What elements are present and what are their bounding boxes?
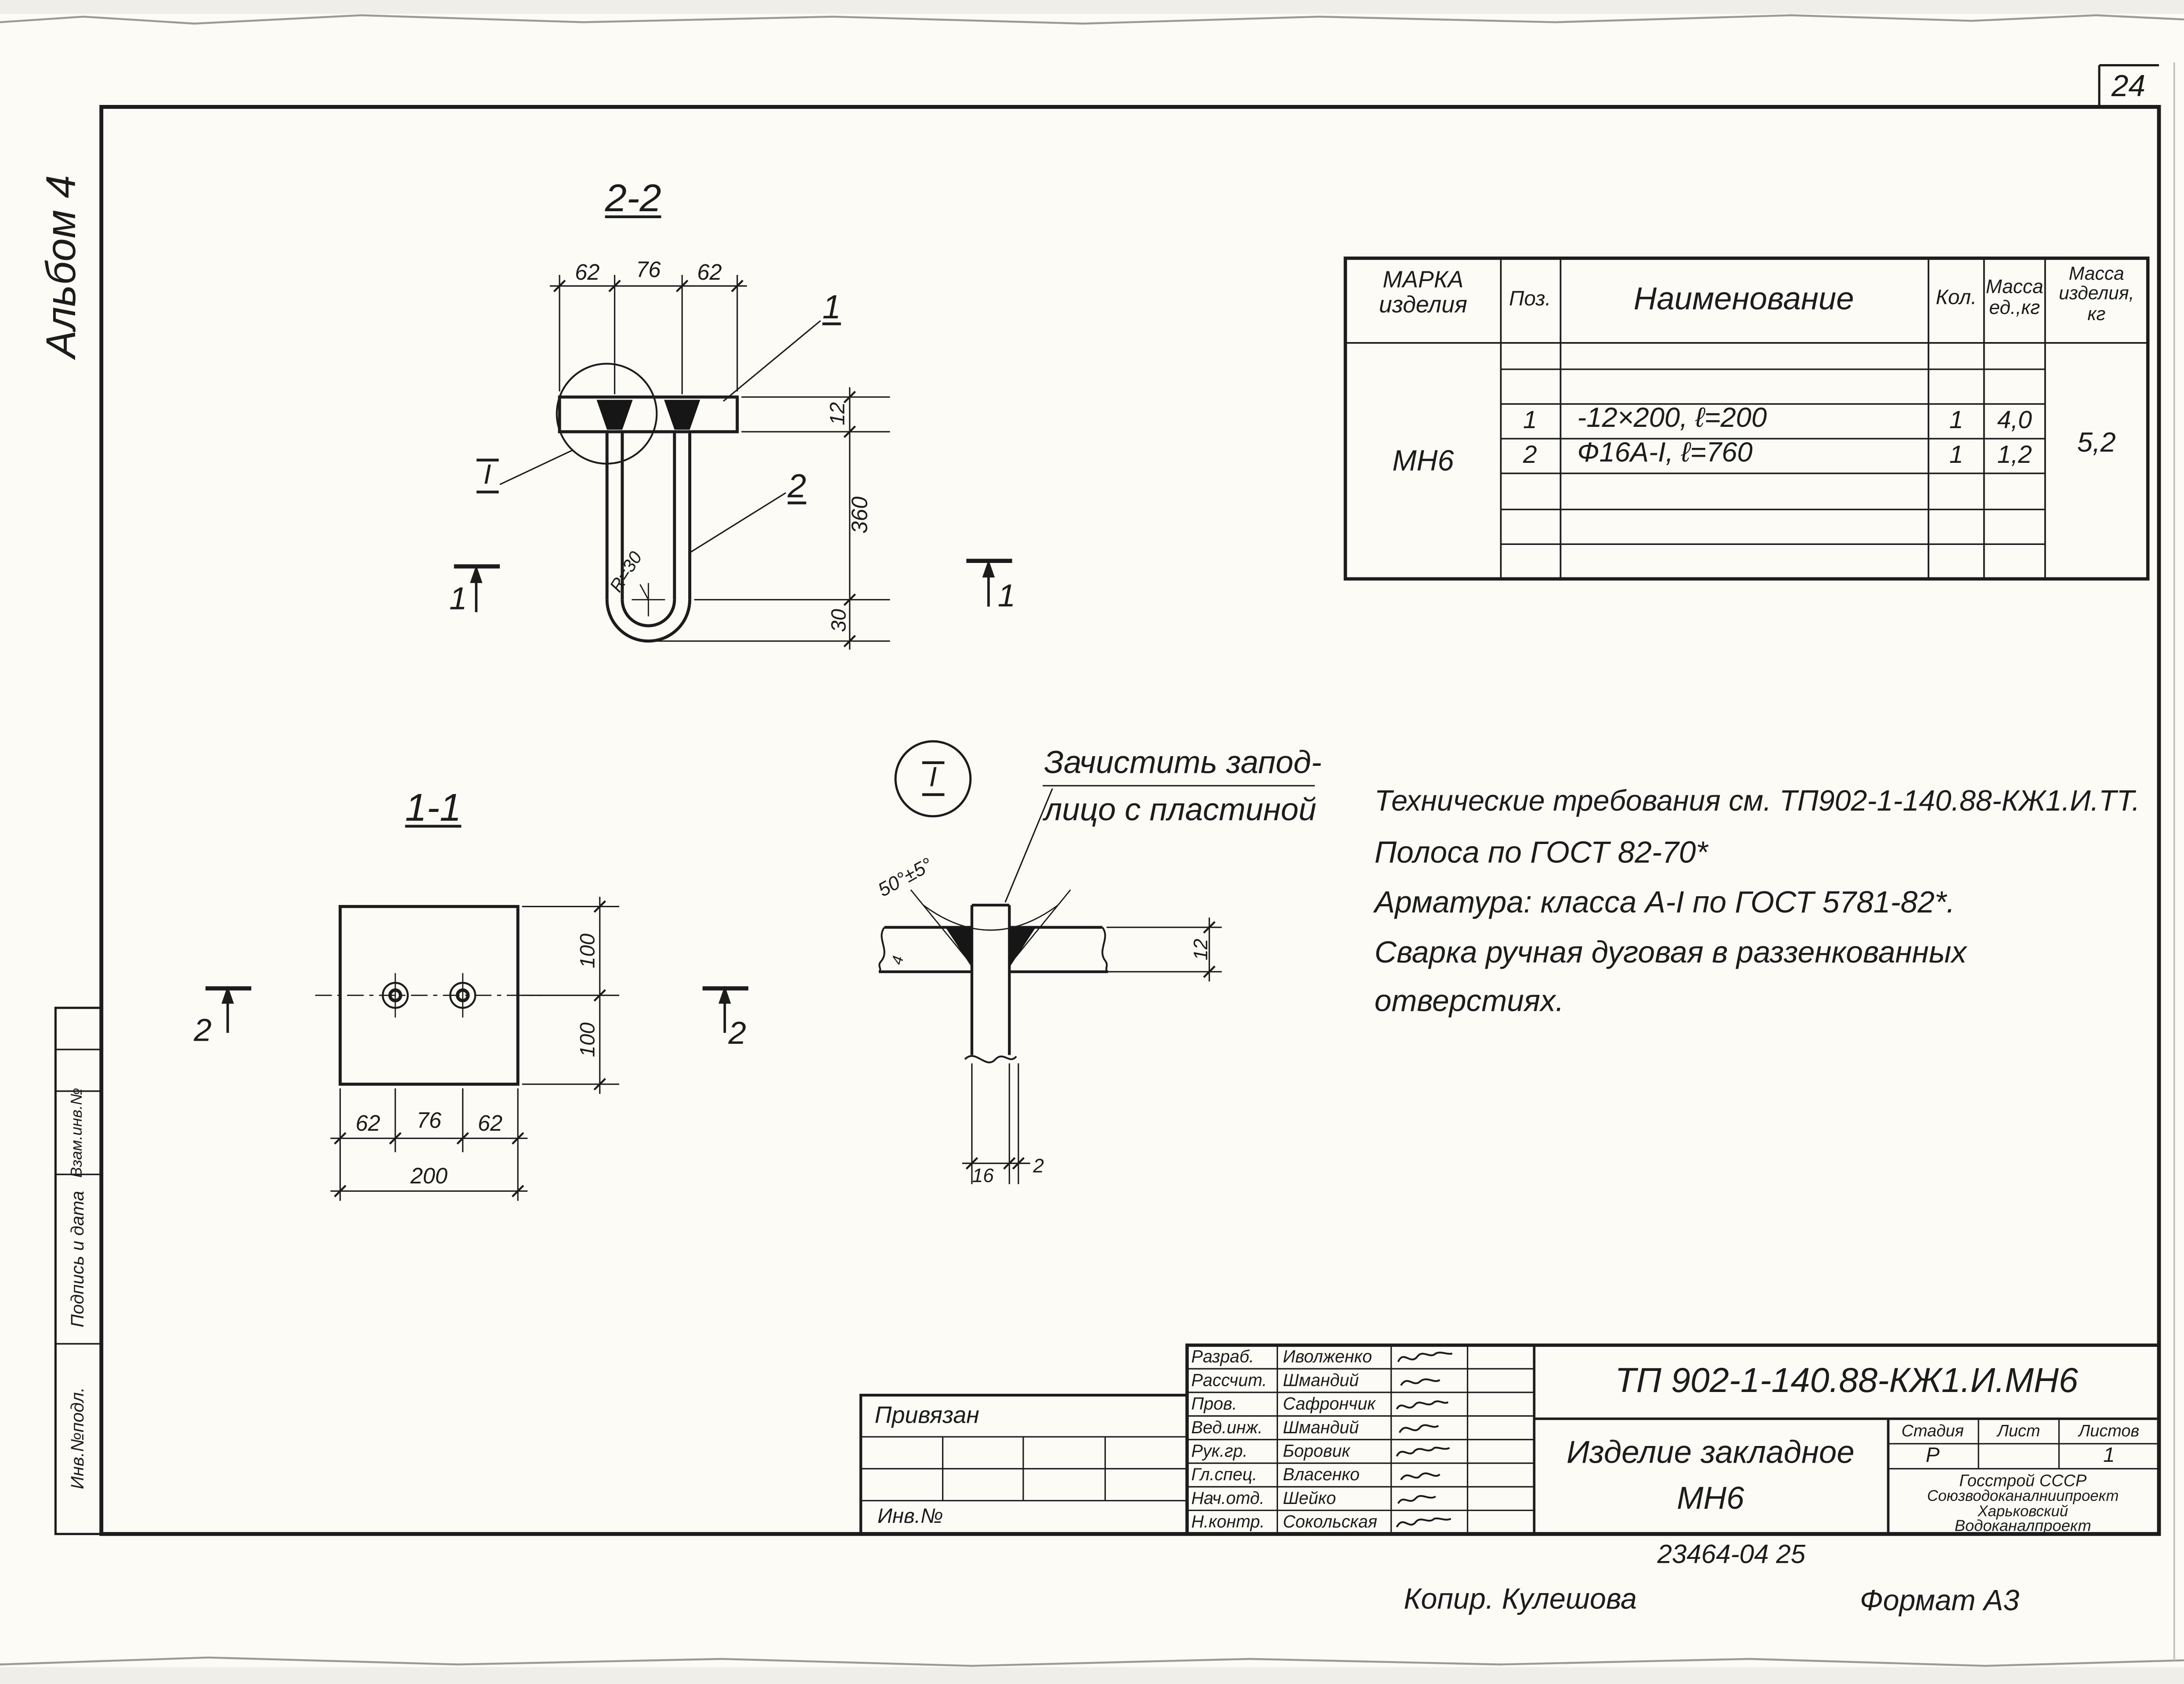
spec-header-name: Наименование bbox=[1633, 280, 1854, 317]
signature-role: Рассчит. bbox=[1191, 1370, 1267, 1390]
dim-2: 2 bbox=[1033, 1154, 1044, 1177]
tech-req-line2: Полоса по ГОСТ 82-70* bbox=[1374, 835, 1708, 870]
view-2-2-geometry bbox=[454, 274, 1012, 650]
spec-row1-qty: 1 bbox=[1949, 406, 1964, 434]
signature-squiggles bbox=[1396, 1352, 1453, 1528]
sheets-header: Листов bbox=[2079, 1421, 2140, 1441]
signature-name: Сафрончик bbox=[1283, 1393, 1375, 1413]
org-line3: Харьковский bbox=[1978, 1504, 2068, 1521]
spec-header-marka: МАРКА изделия bbox=[1379, 266, 1467, 318]
signature-role: Вед.инж. bbox=[1191, 1417, 1263, 1437]
scanner-edge-top bbox=[0, 0, 2184, 14]
product-title-line1: Изделие закладное bbox=[1567, 1434, 1855, 1470]
format-note: Формат А3 bbox=[1859, 1585, 2020, 1617]
copier-note: Копир. Кулешова bbox=[1404, 1583, 1637, 1616]
spec-row2-mass: 1,2 bbox=[1997, 440, 2032, 469]
cut-1-label-left: 1 bbox=[449, 580, 467, 617]
weld-note-line2: лицо с пластиной bbox=[1044, 791, 1317, 827]
detail-ref-circle bbox=[894, 740, 972, 818]
spec-row2-name: Ф16А-I, ℓ=760 bbox=[1577, 438, 1753, 469]
dim-62-right: 62 bbox=[477, 1112, 503, 1136]
spec-row1-name: -12×200, ℓ=200 bbox=[1577, 403, 1767, 434]
signature-role: Рук.гр. bbox=[1191, 1441, 1248, 1460]
cut-2-label-right: 2 bbox=[728, 1014, 746, 1051]
spec-marka-value: МН6 bbox=[1392, 445, 1454, 478]
detail-circle-mark bbox=[556, 363, 658, 465]
sheets-value: 1 bbox=[2103, 1444, 2115, 1468]
inventory-no-label: Инв.№ bbox=[877, 1505, 943, 1529]
signature-name: Шмандий bbox=[1283, 1417, 1359, 1437]
spec-row2-poz: 2 bbox=[1523, 440, 1537, 469]
signature-name: Боровик bbox=[1283, 1441, 1350, 1460]
view-1-1-geometry bbox=[205, 897, 748, 1201]
dim-16: 16 bbox=[972, 1164, 994, 1186]
signature-role: Пров. bbox=[1191, 1393, 1237, 1413]
item-mark-1: 1 bbox=[822, 289, 841, 327]
archive-number: 23464-04 25 bbox=[1657, 1540, 1805, 1570]
spec-header-qty: Кол. bbox=[1935, 286, 1977, 310]
tech-req-line5: отверстиях. bbox=[1374, 983, 1564, 1018]
product-title-line2: МН6 bbox=[1677, 1479, 1744, 1516]
spec-header-mass-unit: Масса ед.,кг bbox=[1985, 275, 2043, 318]
tech-req-line4: Сварка ручная дуговая в раззенкованных bbox=[1374, 934, 1967, 970]
view-1-1-title: 1-1 bbox=[405, 786, 462, 829]
dim-62-left: 62 bbox=[355, 1112, 380, 1136]
org-line1: Госстрой СССР bbox=[1959, 1471, 2087, 1491]
spec-row2-qty: 1 bbox=[1949, 440, 1964, 469]
view-2-2-title: 2-2 bbox=[605, 177, 661, 220]
tech-req-line1: Технические требования см. ТП902-1-140.8… bbox=[1374, 785, 2140, 818]
scanner-edge-bottom bbox=[0, 1667, 2184, 1684]
torn-edges bbox=[0, 14, 2184, 1667]
signature-name: Сокольская bbox=[1283, 1511, 1378, 1531]
dim-62-left: 62 bbox=[575, 261, 600, 285]
signature-name: Шейко bbox=[1283, 1488, 1336, 1507]
cut-1-label-right: 1 bbox=[997, 577, 1016, 613]
detail-i-ref: I bbox=[922, 761, 944, 797]
spec-row1-poz: 1 bbox=[1523, 406, 1537, 434]
hole-left bbox=[382, 982, 409, 1009]
signature-role: Нач.отд. bbox=[1191, 1488, 1265, 1507]
detail-i-geometry bbox=[878, 740, 1315, 1184]
sheet-header: Лист bbox=[1997, 1421, 2040, 1441]
spec-header-mass-item: Масса изделия, кг bbox=[2058, 263, 2134, 324]
title-block-grid bbox=[859, 1343, 2161, 1536]
dim-200: 200 bbox=[410, 1165, 448, 1189]
spec-mass-item-value: 5,2 bbox=[2077, 428, 2116, 459]
cut-2-label-left: 2 bbox=[194, 1012, 212, 1048]
signature-role: Гл.спец. bbox=[1191, 1464, 1257, 1484]
binding-table bbox=[859, 1394, 1189, 1536]
spec-header-poz: Поз. bbox=[1509, 287, 1551, 311]
signature-role: Разраб. bbox=[1191, 1346, 1254, 1366]
dim-76: 76 bbox=[636, 259, 661, 283]
tech-req-line3: Арматура: класса А-I по ГОСТ 5781-82*. bbox=[1374, 884, 1955, 920]
binding-label: Привязан bbox=[874, 1402, 979, 1429]
spec-table-grid bbox=[1343, 256, 2150, 581]
weld-note-line1: Зачистить запод- bbox=[1044, 743, 1322, 780]
signature-role: Н.контр. bbox=[1191, 1511, 1265, 1531]
dim-76: 76 bbox=[416, 1110, 442, 1134]
spec-row1-mass: 4,0 bbox=[1997, 406, 2032, 434]
hole-right bbox=[449, 982, 477, 1009]
signature-name: Шмандий bbox=[1283, 1370, 1359, 1390]
org-line2: Союзводоканалниипроект bbox=[1927, 1488, 2119, 1505]
org-line4: Водоканалпроект bbox=[1954, 1518, 2091, 1536]
detail-ref-label: I bbox=[477, 458, 498, 494]
signature-name: Власенко bbox=[1283, 1464, 1360, 1484]
dim-62-right: 62 bbox=[697, 261, 722, 285]
page-number: 24 bbox=[2111, 68, 2146, 104]
stage-value: Р bbox=[1925, 1444, 1940, 1468]
stage-header: Стадия bbox=[1901, 1421, 1964, 1441]
doc-number: ТП 902-1-140.88-КЖ1.И.МН6 bbox=[1615, 1361, 2078, 1401]
item-mark-2: 2 bbox=[787, 468, 806, 506]
signature-name: Иволженко bbox=[1283, 1346, 1372, 1366]
